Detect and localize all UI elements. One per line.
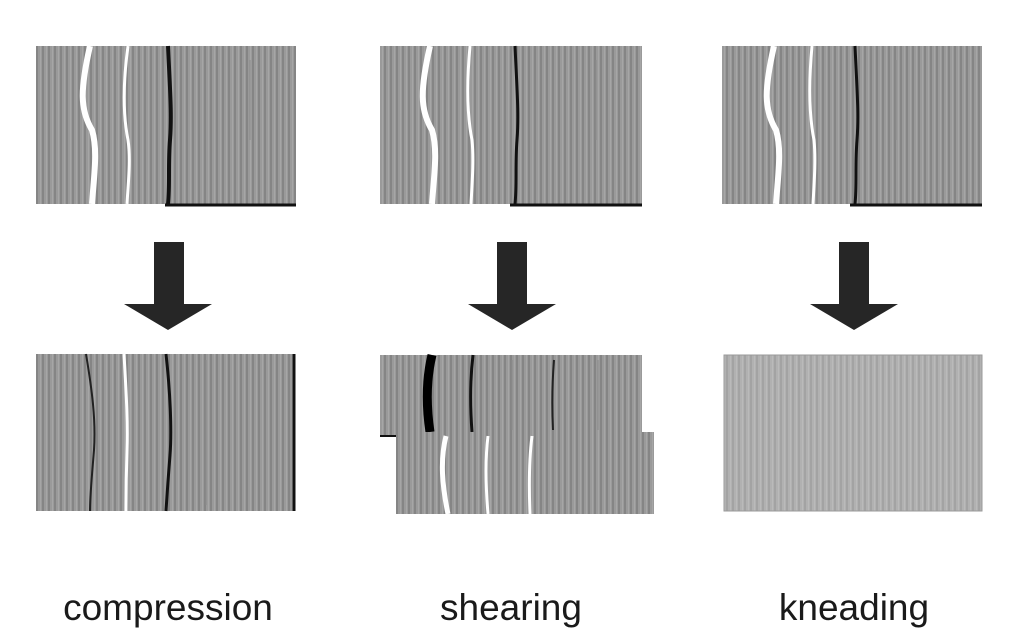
upper-slab — [380, 355, 642, 435]
compression-before-block — [36, 45, 296, 207]
black-layer-line — [166, 45, 173, 205]
black-layer-line — [85, 353, 96, 512]
compression-label: compression — [63, 587, 273, 628]
white-layer-line — [122, 353, 129, 512]
kneading-arrow-icon — [810, 242, 898, 330]
compression-after-block — [36, 353, 296, 512]
kneading-after-block — [723, 354, 983, 512]
shearing-after-block — [380, 353, 654, 515]
shearing-label: shearing — [440, 587, 582, 628]
white-layer-line — [763, 45, 783, 205]
white-layer-line — [466, 45, 475, 205]
lower-slab — [396, 432, 654, 514]
white-layer-line — [484, 435, 490, 515]
black-layer-line — [164, 353, 173, 512]
black-layer-line — [853, 45, 860, 205]
shearing-before-block — [380, 45, 642, 207]
shearing-column: shearing — [380, 45, 654, 628]
white-layer-line — [527, 435, 534, 515]
shearing-arrow-icon — [468, 242, 556, 330]
black-layer-line — [551, 359, 555, 431]
compression-arrow-icon — [124, 242, 212, 330]
kneading-label: kneading — [779, 587, 929, 628]
compression-column: compression — [36, 45, 296, 628]
black-layer-line — [513, 45, 520, 205]
black-layer-line — [469, 354, 475, 433]
white-layer-line — [419, 45, 439, 205]
white-layer-line — [439, 435, 451, 515]
white-layer-line — [122, 45, 131, 205]
kneading-before-block — [722, 45, 982, 207]
white-layer-line — [79, 45, 99, 205]
kneading-column: kneading — [722, 45, 983, 628]
white-layer-line — [808, 45, 817, 205]
black-layer-line — [422, 353, 437, 433]
